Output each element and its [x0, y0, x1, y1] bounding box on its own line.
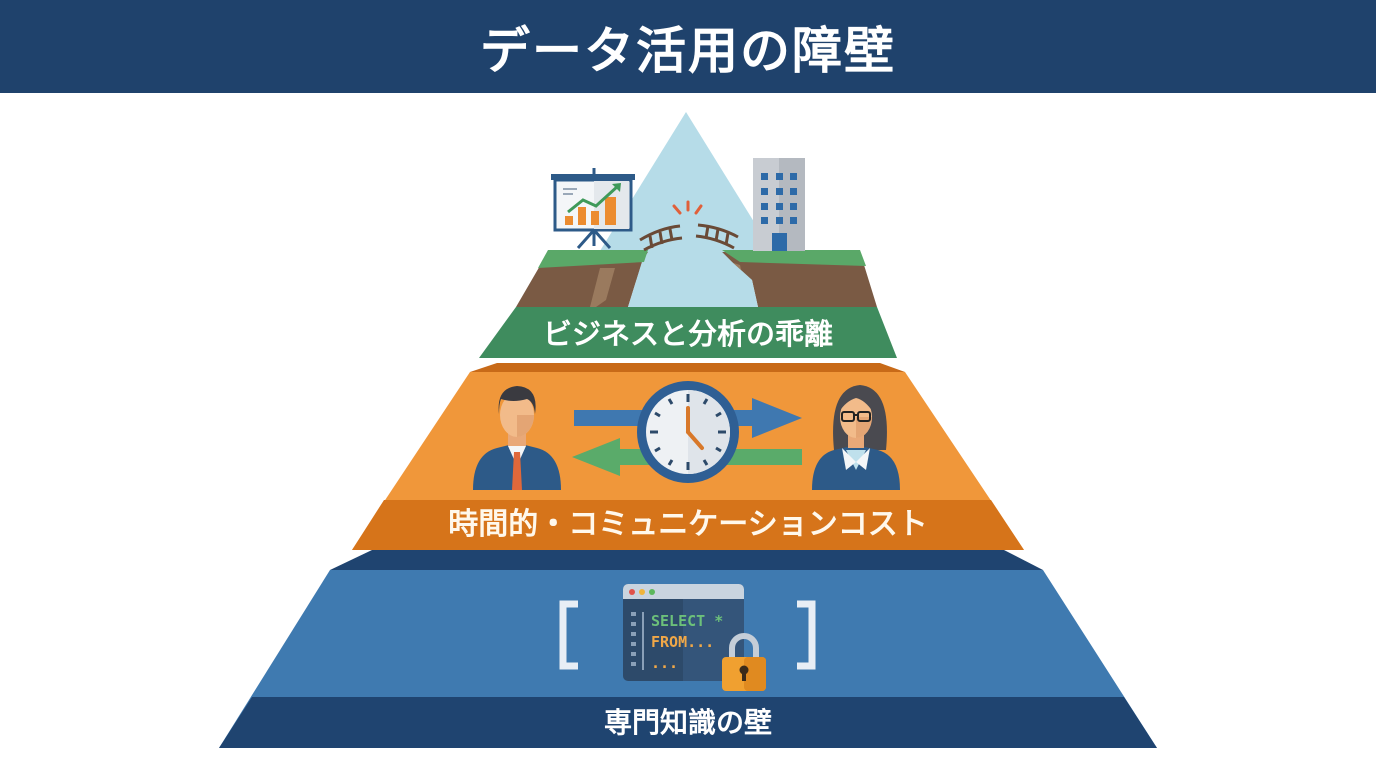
tier-top [479, 250, 897, 358]
businesswoman-avatar [812, 385, 900, 490]
broken-bridge-icon [639, 223, 739, 252]
code-line-from: FROM... [651, 633, 714, 651]
tier-top-label: ビジネスと分析の乖離 [542, 317, 833, 351]
mountain-peak [582, 112, 790, 280]
code-line-select: SELECT * [651, 612, 723, 630]
break-spark-icon [672, 200, 703, 215]
padlock-icon [722, 633, 766, 691]
tier-bottom-label: 専門知識の壁 [603, 706, 772, 739]
page-title: データ活用の障壁 [480, 21, 896, 80]
code-line-ellipsis: ... [651, 654, 678, 672]
businessman-avatar [473, 386, 561, 490]
tier-middle-label: 時間的・コミュニケーションコスト [448, 507, 928, 542]
title-bar: データ活用の障壁 [0, 0, 1376, 93]
presentation-chart-icon [551, 168, 635, 249]
clock-icon [637, 381, 739, 483]
office-building-icon [753, 158, 805, 251]
